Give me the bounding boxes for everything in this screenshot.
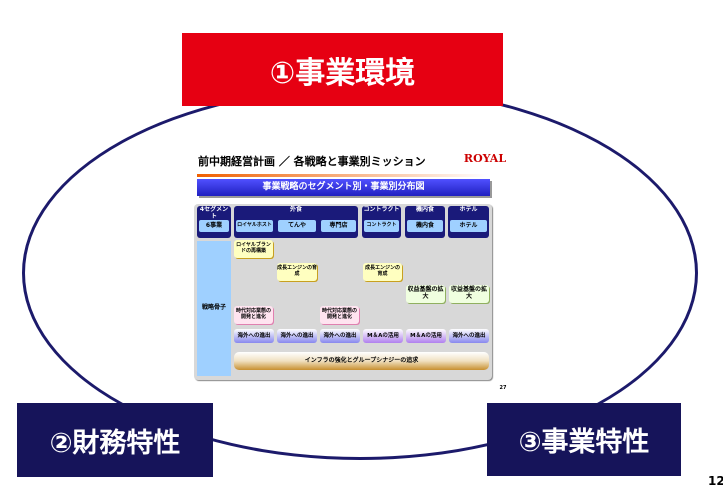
royal-logo: ROYAL	[463, 151, 507, 165]
item-era-1: 時代対応業態の開発と進化	[234, 306, 273, 324]
bottom-item: M＆Aの活用	[406, 329, 446, 343]
bottom-item: M＆Aの活用	[363, 329, 403, 343]
embedded-slide: 前中期経営計画 ／ 各戦略と事業別ミッション ROYAL 事業戦略のセグメント別…	[190, 148, 512, 398]
item-profit-2: 収益基盤の拡大	[449, 285, 489, 303]
sub-inflight: 機内食	[407, 220, 443, 232]
bottom-item: 海外への進出	[234, 329, 274, 343]
item-growth-2: 成長エンジンの育成	[363, 263, 402, 281]
item-growth-1: 成長エンジンの育成	[277, 263, 317, 281]
slide-page-number: 27	[499, 385, 507, 392]
row-label-strategy: 戦略骨子	[197, 241, 231, 376]
bottom-item: 海外への進出	[320, 329, 360, 343]
slide-title: 前中期経営計画 ／ 各戦略と事業別ミッション	[198, 154, 426, 168]
financial-characteristics-box: ②財務特性	[17, 403, 213, 477]
business-environment-box: ①事業環境	[182, 33, 503, 106]
business-characteristics-box: ③事業特性	[487, 403, 681, 476]
title-underline	[197, 174, 487, 177]
sub-6jigyo: 6事業	[199, 220, 229, 232]
sub-hotel: ホテル	[450, 220, 487, 232]
item-brand: ロイヤルブランドの再構築	[234, 240, 273, 258]
item-profit-1: 収益基盤の拡大	[406, 285, 445, 303]
sub-tenya: てんや	[278, 220, 316, 232]
item-era-2: 時代対応業態の開発と進化	[320, 306, 359, 324]
sub-royalhost: ロイヤルホスト	[236, 220, 273, 232]
bottom-item: 海外への進出	[277, 329, 317, 343]
sub-senmonten: 専門店	[321, 220, 356, 232]
slide-banner: 事業戦略のセグメント別・事業別分布図	[197, 179, 490, 196]
bottom-item: 海外への進出	[449, 329, 489, 343]
page-number: 12	[708, 474, 723, 488]
sub-contract: コントラクト	[364, 220, 399, 232]
infra-bar: インフラの強化とグループシナジーの追求	[234, 352, 489, 370]
